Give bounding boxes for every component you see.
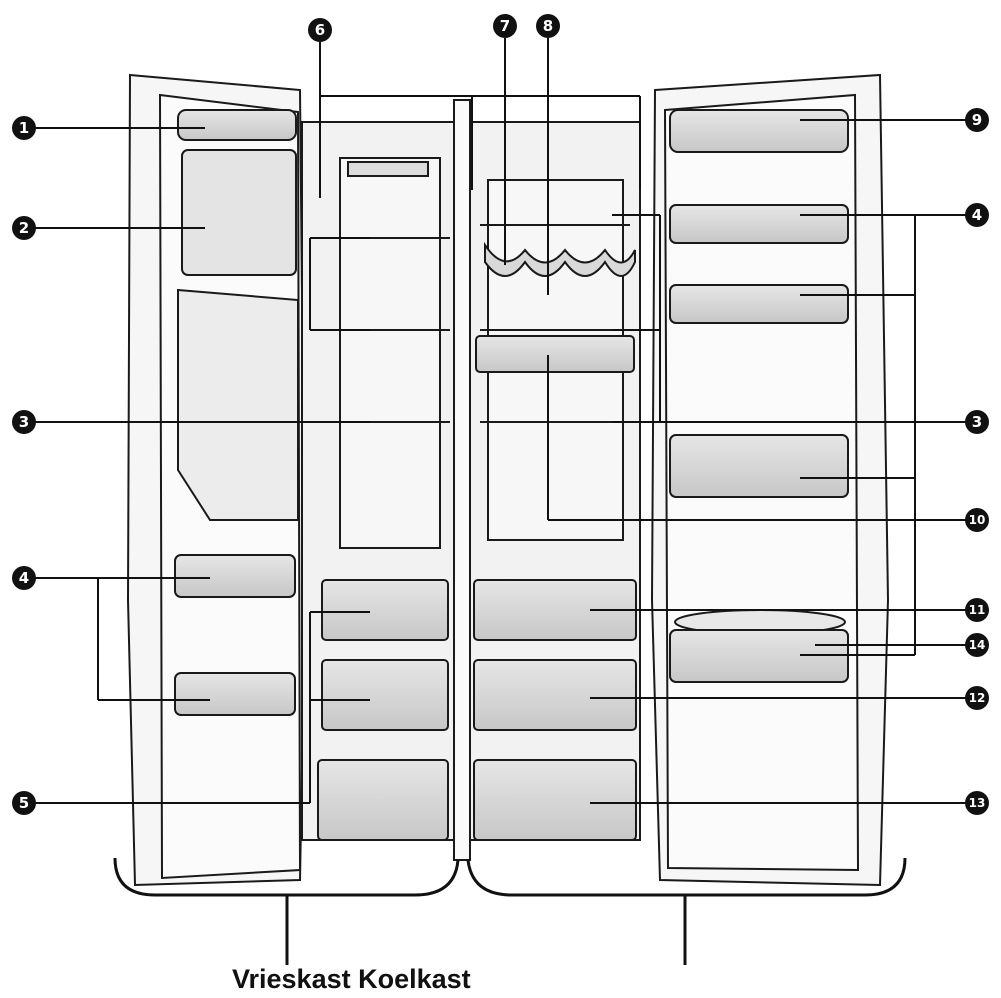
svg-text:11: 11: [969, 603, 986, 617]
marker-6: 6: [308, 18, 332, 42]
marker-7: 7: [493, 14, 517, 38]
svg-text:7: 7: [500, 17, 510, 35]
ice-maker-unit: [181, 149, 297, 276]
fridge-shelf-drawer: [475, 335, 635, 373]
svg-text:3: 3: [972, 413, 982, 431]
svg-text:9: 9: [972, 111, 982, 129]
freezer-drawer-2: [321, 659, 449, 731]
svg-text:2: 2: [19, 219, 29, 237]
callout-lines: [34, 38, 966, 804]
fridge-door: [650, 73, 890, 887]
wine-rack: [484, 241, 636, 277]
fridge-drawer-2: [473, 659, 637, 731]
freezer-door-bin-upper: [174, 554, 296, 598]
svg-text:5: 5: [19, 794, 29, 812]
center-divider: [453, 99, 471, 861]
marker-14: 14: [965, 633, 989, 657]
marker-10: 10: [965, 508, 989, 532]
fridge-door-bin-1: [669, 204, 849, 244]
fridge-compartment: [469, 121, 641, 841]
freezer-door: [126, 73, 307, 887]
svg-text:12: 12: [969, 691, 986, 705]
ice-bucket-shelf: [177, 109, 297, 141]
marker-12: 12: [965, 686, 989, 710]
marker-8: 8: [536, 14, 560, 38]
svg-text:1: 1: [19, 119, 29, 137]
svg-text:8: 8: [543, 17, 553, 35]
fridge-door-bin-3: [669, 434, 849, 498]
svg-text:14: 14: [969, 638, 986, 652]
freezer-drawer-3: [317, 759, 449, 841]
marker-4-left: 4: [12, 566, 36, 590]
dairy-bin: [669, 109, 849, 153]
marker-4-right: 4: [965, 203, 989, 227]
marker-11: 11: [965, 598, 989, 622]
freezer-compartment: [301, 121, 455, 841]
svg-text:6: 6: [315, 21, 325, 39]
svg-text:13: 13: [969, 796, 986, 810]
marker-1: 1: [12, 116, 36, 140]
marker-2: 2: [12, 216, 36, 240]
svg-text:10: 10: [969, 513, 986, 527]
marker-9: 9: [965, 108, 989, 132]
marker-13: 13: [965, 791, 989, 815]
fridge-drawer-3: [473, 759, 637, 841]
freezer-bracket: [113, 857, 460, 897]
fridge-bracket: [466, 857, 907, 897]
marker-5: 5: [12, 791, 36, 815]
svg-text:4: 4: [19, 569, 29, 587]
marker-3-right: 3: [965, 410, 989, 434]
freezer-drawer-1: [321, 579, 449, 641]
marker-3-left: 3: [12, 410, 36, 434]
freezer-door-bin-lower: [174, 672, 296, 716]
svg-text:4: 4: [972, 206, 982, 224]
caption: Vrieskast Koelkast: [232, 964, 471, 994]
svg-text:3: 3: [19, 413, 29, 431]
fridge-door-bin-2: [669, 284, 849, 324]
